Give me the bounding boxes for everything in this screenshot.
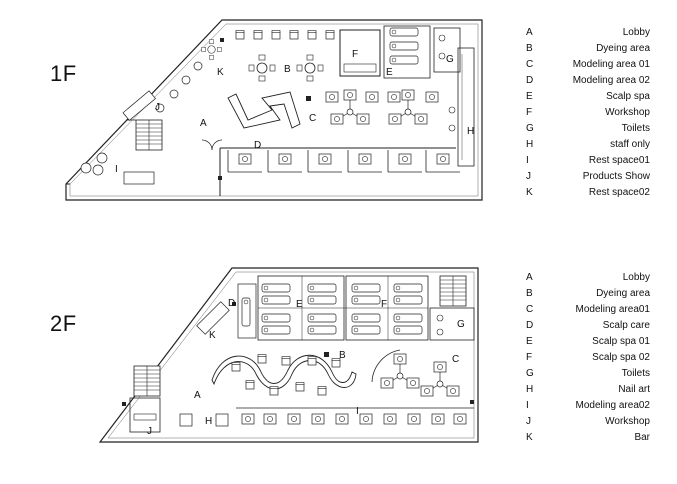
legend-key: H bbox=[526, 384, 534, 395]
legend-row: G Toilets bbox=[526, 121, 650, 137]
legend-row: F Workshop bbox=[526, 105, 650, 121]
legend-key: C bbox=[526, 304, 534, 315]
legend-key: C bbox=[526, 59, 534, 70]
legend-row: J Workshop bbox=[526, 414, 650, 430]
legend-row: C Modeling area 01 bbox=[526, 57, 650, 73]
plan-2f-letter-f: F bbox=[381, 299, 387, 310]
legend-row: K Bar bbox=[526, 430, 650, 446]
plan-2f: D E F G K B C A I H J bbox=[98, 267, 479, 443]
legend-row: H Nail art bbox=[526, 382, 650, 398]
legend-key: D bbox=[526, 320, 534, 331]
plan-1f-letter-k: K bbox=[217, 67, 224, 78]
legend-name: staff only bbox=[610, 139, 650, 150]
legend-key: I bbox=[526, 155, 529, 166]
legend-name: Dyeing area bbox=[596, 288, 650, 299]
legend-row: B Dyeing area bbox=[526, 286, 650, 302]
legend-name: Rest space01 bbox=[588, 155, 650, 166]
legend-row: I Modeling area02 bbox=[526, 398, 650, 414]
plan-2f-letter-b: B bbox=[339, 350, 346, 361]
legend-key: E bbox=[526, 336, 533, 347]
floor-label-1f: 1F bbox=[50, 61, 77, 86]
legend-key: F bbox=[526, 352, 533, 363]
legend-key: G bbox=[526, 123, 534, 134]
plan-1f: B K F E G H J A C D I bbox=[65, 19, 483, 201]
plan-2f-letter-k: K bbox=[209, 330, 216, 341]
legend-name: Rest space02 bbox=[588, 187, 650, 198]
legend-key: D bbox=[526, 75, 534, 86]
plan-2f-letter-g: G bbox=[457, 319, 465, 330]
legend-name: Scalp spa 01 bbox=[592, 336, 650, 347]
legend-row: F Scalp spa 02 bbox=[526, 350, 650, 366]
plan-1f-letter-e: E bbox=[386, 67, 393, 78]
legend-name: Modeling area 02 bbox=[572, 75, 650, 86]
legend-name: Scalp spa bbox=[606, 91, 650, 102]
plan-2f-letter-a: A bbox=[194, 390, 201, 401]
legend-row: J Products Show bbox=[526, 169, 650, 185]
legend-key: I bbox=[526, 400, 529, 411]
plan-2f-letter-c: C bbox=[452, 354, 459, 365]
legend-key: B bbox=[526, 288, 533, 299]
legend-key: J bbox=[526, 171, 531, 182]
legend-row: K Rest space02 bbox=[526, 185, 650, 201]
legend-row: I Rest space01 bbox=[526, 153, 650, 169]
legend-name: Modeling area 01 bbox=[572, 59, 650, 70]
legend-name: Dyeing area bbox=[596, 43, 650, 54]
legend-name: Scalp spa 02 bbox=[592, 352, 650, 363]
legend-key: E bbox=[526, 91, 533, 102]
plan-1f-letter-d: D bbox=[254, 140, 261, 151]
plan-2f-letter-d: D bbox=[228, 298, 235, 309]
legend-key: A bbox=[526, 272, 533, 283]
legend-name: Workshop bbox=[605, 107, 650, 118]
legend-key: B bbox=[526, 43, 533, 54]
legend-name: Bar bbox=[634, 432, 650, 443]
legend-key: K bbox=[526, 187, 533, 198]
plan-1f-letter-j: J bbox=[155, 102, 160, 113]
legend-key: G bbox=[526, 368, 534, 379]
floor-label-2f: 2F bbox=[50, 311, 77, 336]
legend-row: D Scalp care bbox=[526, 318, 650, 334]
legend-name: Toilets bbox=[621, 368, 650, 379]
legend-row: D Modeling area 02 bbox=[526, 73, 650, 89]
legend-row: A Lobby bbox=[526, 25, 650, 41]
legend-key: A bbox=[526, 27, 533, 38]
plan-1f-letter-f: F bbox=[352, 49, 358, 60]
legend-name: Products Show bbox=[582, 171, 650, 182]
legend-row: E Scalp spa bbox=[526, 89, 650, 105]
legend-key: F bbox=[526, 107, 533, 118]
legend-name: Workshop bbox=[605, 416, 650, 427]
legend-name: Modeling area02 bbox=[575, 400, 651, 411]
legend-key: K bbox=[526, 432, 533, 443]
plan-2f-letter-i: I bbox=[356, 406, 359, 417]
legend-row: G Toilets bbox=[526, 366, 650, 382]
legend-row: B Dyeing area bbox=[526, 41, 650, 57]
plan-2f-letter-j: J bbox=[147, 426, 152, 437]
legend-key: J bbox=[526, 416, 531, 427]
plan-1f-letter-c: C bbox=[309, 113, 316, 124]
legend-name: Lobby bbox=[622, 27, 650, 38]
plan-1f-letter-h: H bbox=[467, 126, 474, 137]
plan-2f-letter-h: H bbox=[205, 416, 212, 427]
legend-name: Toilets bbox=[621, 123, 650, 134]
legend-row: E Scalp spa 01 bbox=[526, 334, 650, 350]
legend-name: Scalp care bbox=[602, 320, 650, 331]
plan-1f-letter-a: A bbox=[200, 118, 207, 129]
legend-name: Lobby bbox=[622, 272, 650, 283]
plan-2f-letter-e: E bbox=[296, 299, 303, 310]
legend-name: Modeling area01 bbox=[575, 304, 651, 315]
legend-key: H bbox=[526, 139, 534, 150]
plan-1f-letter-g: G bbox=[446, 54, 454, 65]
plan-1f-letter-i: I bbox=[115, 164, 118, 175]
legend-row: A Lobby bbox=[526, 270, 650, 286]
legend-name: Nail art bbox=[618, 384, 650, 395]
plan-1f-letter-b: B bbox=[284, 64, 291, 75]
legend-row: C Modeling area01 bbox=[526, 302, 650, 318]
